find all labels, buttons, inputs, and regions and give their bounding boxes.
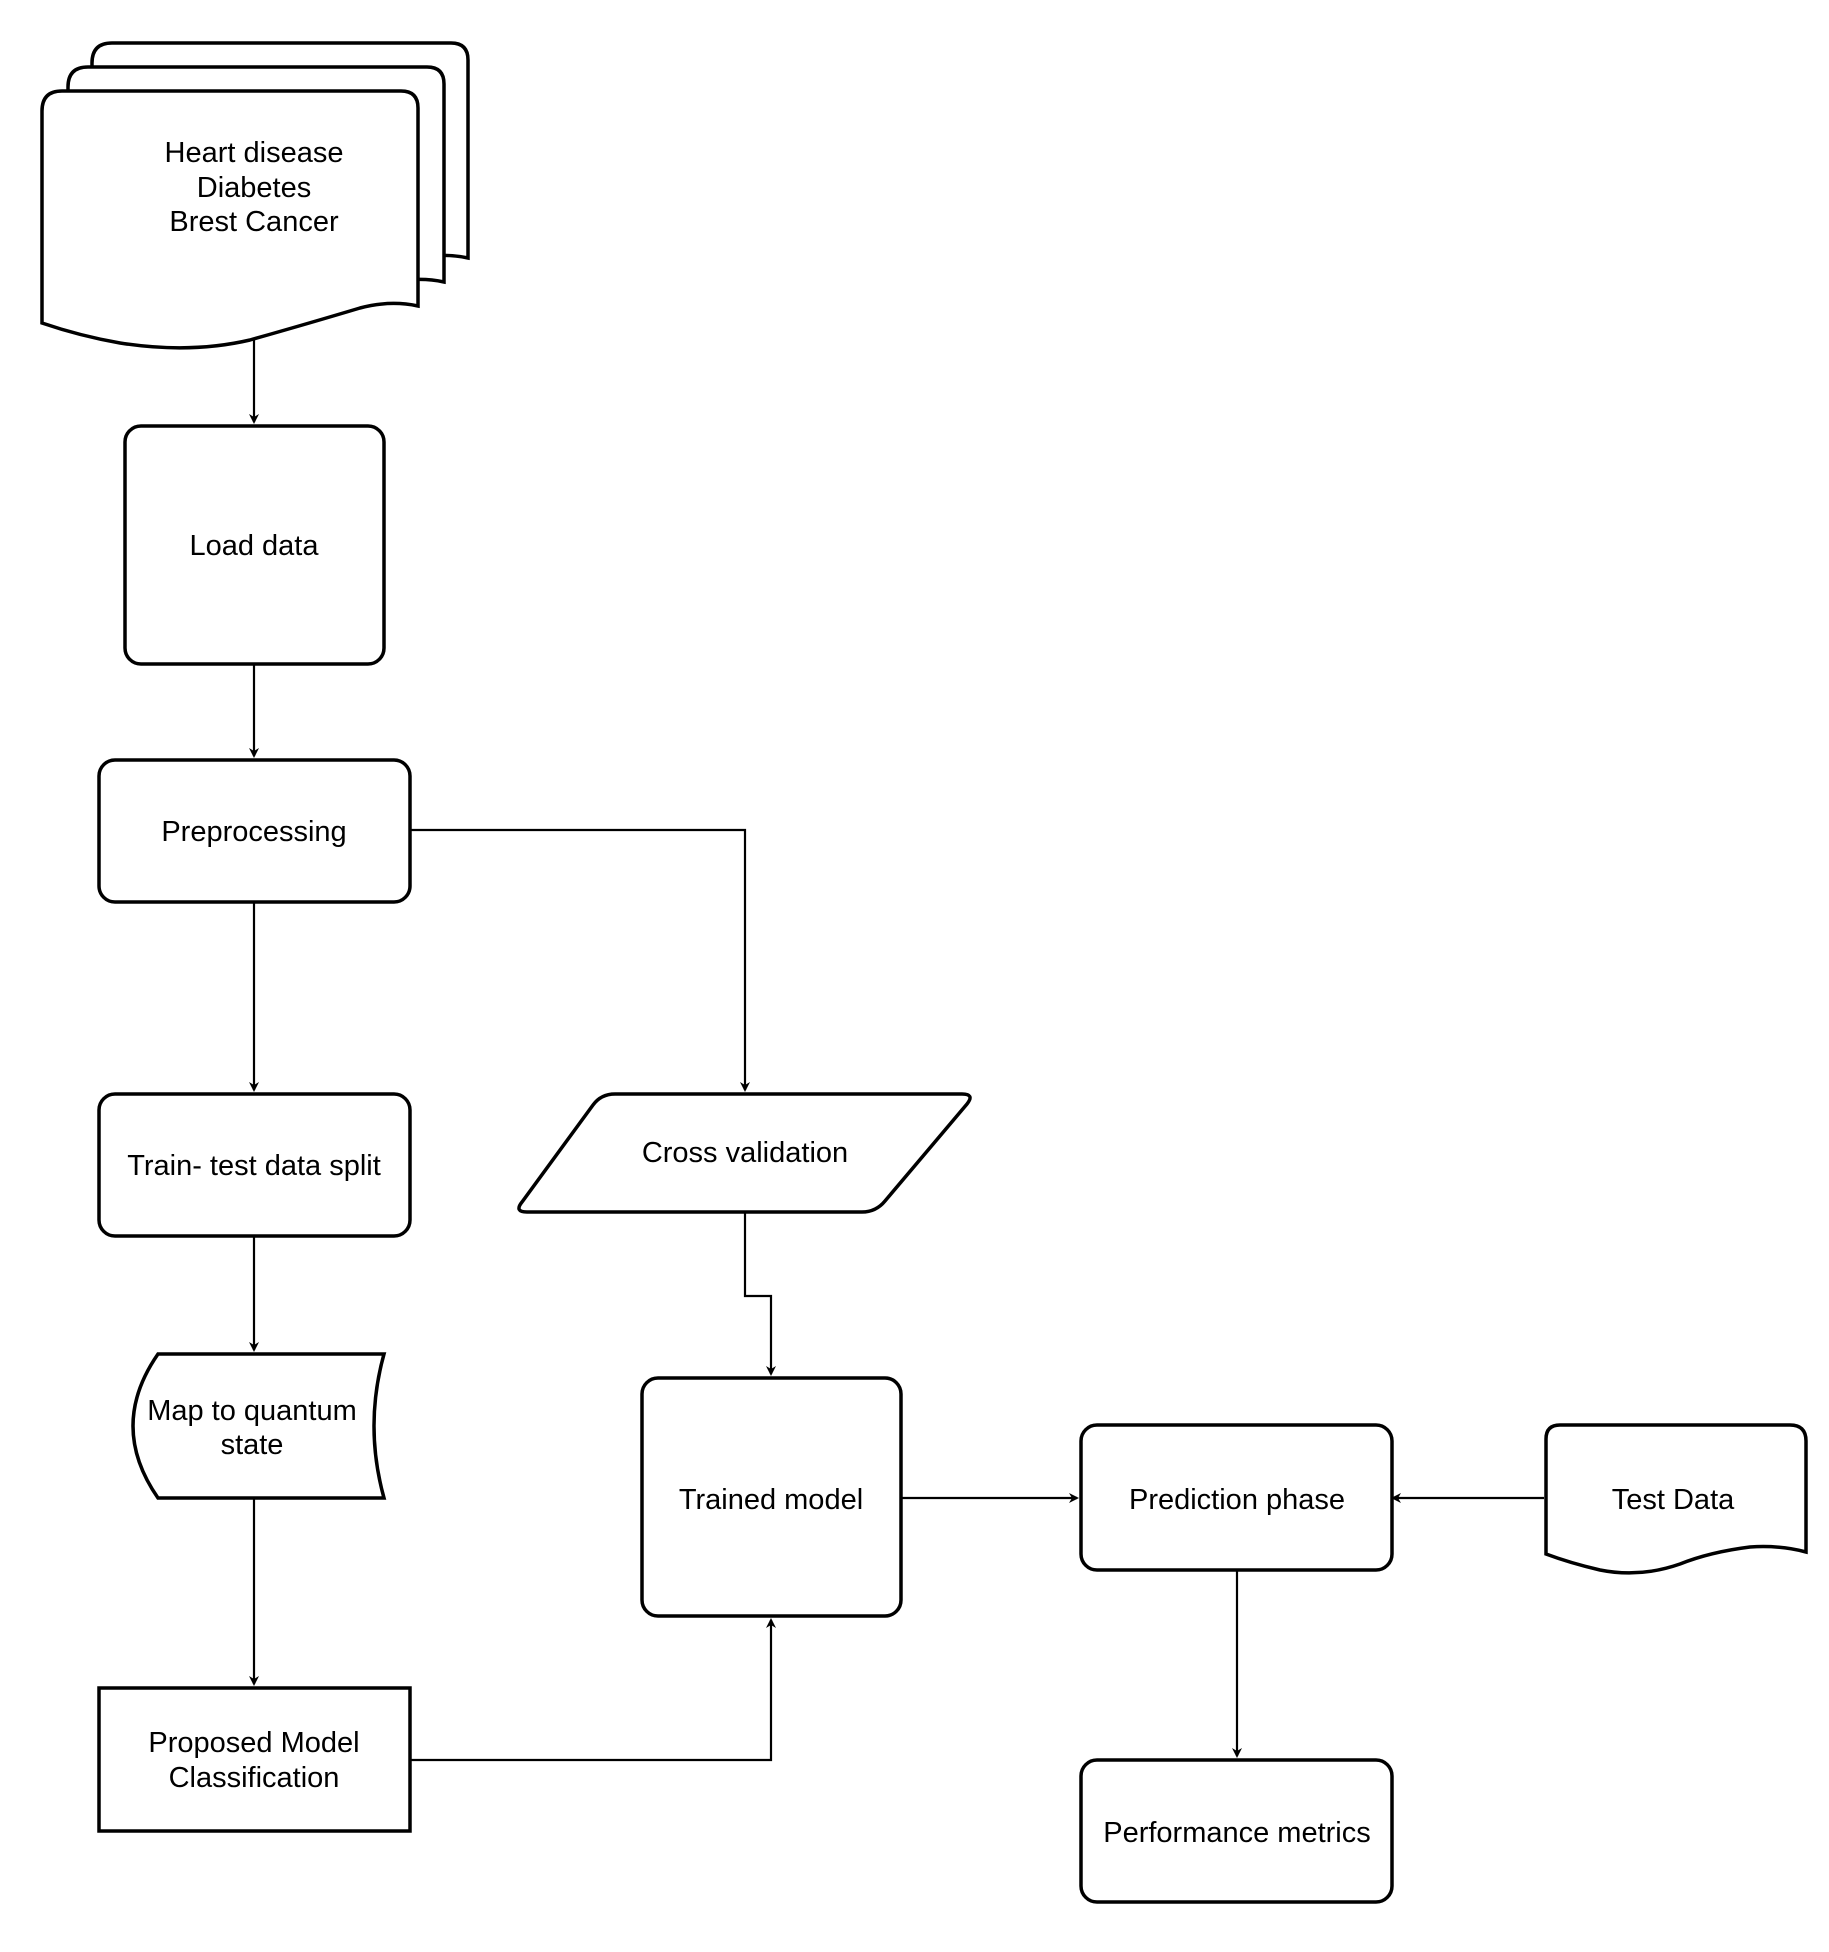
prediction-box [1079, 1423, 1394, 1572]
cross-validation-label: Cross validation [642, 1137, 848, 1169]
datasets-label-line-1: Heart disease [165, 137, 344, 169]
prediction-node: Prediction phase [1079, 1423, 1394, 1572]
metrics-node: Performance metrics [1079, 1758, 1394, 1904]
cross-validation-node: Cross validation [517, 1092, 972, 1214]
split-node: Train- test data split [97, 1092, 412, 1238]
datasets-label-line-2: Diabetes [197, 172, 311, 204]
trained-model-label: Trained model [679, 1484, 863, 1516]
classification-node: Proposed Model Classification [97, 1686, 412, 1833]
cross-validation-parallelogram [517, 1092, 972, 1214]
trained-model-box [640, 1376, 903, 1618]
preprocessing-node: Preprocessing [97, 758, 412, 904]
quantum-label-line-1: Map to quantum [147, 1395, 357, 1427]
test-data-node: Test Data [1544, 1423, 1808, 1575]
test-data-label: Test Data [1612, 1484, 1735, 1516]
prediction-label: Prediction phase [1129, 1484, 1345, 1516]
trained-model-node: Trained model [640, 1376, 903, 1618]
quantum-node: Map to quantum state [131, 1352, 387, 1500]
datasets-multidocument: Heart disease Diabetes Brest Cancer [40, 41, 470, 350]
load-data-node: Load data [123, 424, 386, 666]
classification-label-line-2: Classification [169, 1762, 340, 1794]
metrics-label: Performance metrics [1103, 1817, 1371, 1849]
split-box [97, 1092, 412, 1238]
classification-box [97, 1686, 412, 1833]
datasets-label-line-3: Brest Cancer [169, 206, 339, 238]
edge-classification-to-trained-model [410, 1618, 776, 1762]
load-data-label: Load data [189, 530, 319, 562]
edges [249, 330, 1544, 1762]
quantum-stored-data-shape [131, 1352, 387, 1500]
edge-preprocessing-to-cross-validation [410, 828, 750, 1092]
metrics-box [1079, 1758, 1394, 1904]
split-label: Train- test data split [127, 1150, 381, 1182]
preprocessing-box [97, 758, 412, 904]
document-front [40, 89, 420, 350]
edge-cross-validation-to-trained-model [743, 1212, 776, 1376]
classification-label-line-1: Proposed Model [148, 1727, 359, 1759]
load-data-box [123, 424, 386, 666]
quantum-label-line-2: state [221, 1429, 284, 1461]
preprocessing-label: Preprocessing [161, 816, 346, 848]
test-data-document [1544, 1423, 1808, 1575]
